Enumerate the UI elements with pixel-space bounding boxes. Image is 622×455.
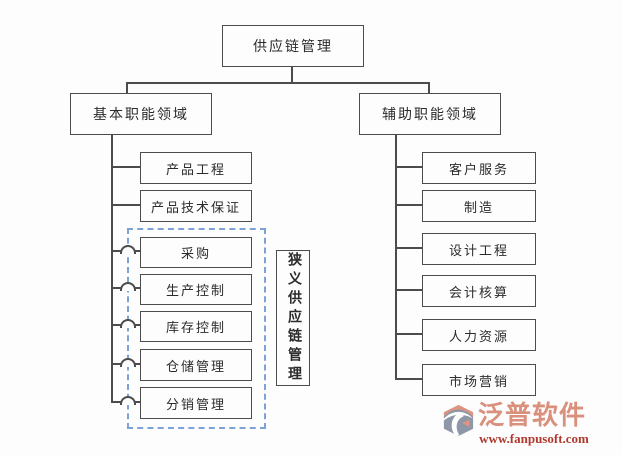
fanpu-url-text: www.fanpusoft.com [479,431,589,446]
line-hop-mark [120,282,136,291]
node-label: 市场营销 [448,373,509,389]
node-label: 狭义供应链管理 [286,251,301,385]
node-inventory-control: 库存控制 [140,311,252,342]
connector-right-drop [428,82,430,94]
right-branch-line [395,166,422,168]
fanpu-brand-text: 泛普软件 [478,401,587,430]
connector-splitter [126,82,430,84]
node-label: 仓储管理 [165,358,226,374]
left-trunk [111,133,113,403]
node-label: 设计工程 [448,242,509,258]
node-label: 人力资源 [448,328,509,344]
node-label: 采购 [180,246,211,261]
line-hop-mark [120,319,136,328]
right-branch-line [395,378,422,380]
node-label: 产品技术保证 [150,199,241,215]
left-branch-line [111,204,140,206]
right-branch-line [395,289,422,291]
node-left-header-label: 基本职能领域 [93,108,189,123]
node-right-header: 辅助职能领域 [359,93,501,135]
fanpu-watermark: 泛普软件 www.fanpusoft.com [443,401,614,447]
node-label: 生产控制 [165,283,226,298]
right-branch-line [395,333,422,335]
node-customer-service: 客户服务 [422,152,536,184]
node-product-tech-assurance: 产品技术保证 [140,190,252,222]
line-hop-mark [120,245,136,254]
right-trunk [395,133,397,380]
node-label: 产品工程 [165,161,226,177]
node-label: 分销管理 [165,396,226,412]
node-warehouse-management: 仓储管理 [140,349,252,381]
node-design-engineering: 设计工程 [422,233,536,265]
node-manufacturing: 制造 [422,190,536,222]
line-hop-mark [120,396,136,405]
connector-left-drop [126,82,128,94]
node-left-header: 基本职能领域 [70,93,212,135]
fanpu-logo-icon [443,405,474,436]
node-label: 制造 [463,199,494,215]
node-distribution-management: 分销管理 [140,387,252,419]
line-hop-mark [120,358,136,367]
node-accounting: 会计核算 [422,275,536,307]
node-root: 供应链管理 [222,25,364,67]
right-branch-line [395,204,422,206]
node-procurement: 采购 [140,237,252,268]
node-product-engineering: 产品工程 [140,152,252,184]
node-right-header-label: 辅助职能领域 [382,108,478,123]
node-human-resources: 人力资源 [422,319,536,351]
right-branch-line [395,247,422,249]
node-root-label: 供应链管理 [253,40,333,55]
narrow-scope-dashed-region [127,228,266,429]
left-branch-line [111,166,140,168]
node-label: 库存控制 [165,320,226,335]
node-narrow-supply-chain: 狭义供应链管理 [276,250,310,386]
node-production-control: 生产控制 [140,274,252,305]
node-label: 会计核算 [448,284,509,300]
connector-root-drop [291,65,293,83]
node-label: 客户服务 [448,161,509,177]
node-marketing: 市场营销 [422,364,536,396]
